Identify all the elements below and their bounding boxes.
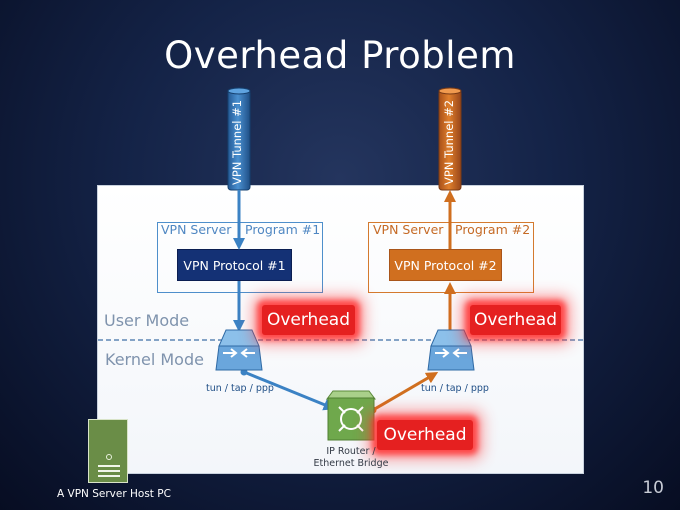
program-1-title-server: VPN Server — [161, 222, 232, 237]
program-2-title-server: VPN Server — [373, 222, 444, 237]
router-label-line2: Ethernet Bridge — [313, 458, 389, 469]
tun-tap-device-2-icon — [427, 329, 475, 371]
tun-tap-device-1-icon — [215, 329, 263, 371]
arrow-router-to-tun2 — [372, 371, 439, 412]
vpn-protocol-1-box: VPN Protocol #1 — [177, 249, 292, 281]
slide-title: Overhead Problem — [164, 34, 516, 77]
server-pc-icon — [88, 419, 128, 483]
ip-router-icon — [326, 390, 376, 441]
overhead-badge-3: Overhead — [377, 420, 473, 450]
program-2-title-number: Program #2 — [455, 222, 531, 237]
host-pc-label: A VPN Server Host PC — [57, 488, 171, 500]
vpn-protocol-2-box: VPN Protocol #2 — [389, 249, 502, 281]
user-mode-label: User Mode — [104, 311, 190, 330]
router-label-line1: IP Router / — [326, 446, 376, 457]
overhead-badge-1: Overhead — [262, 305, 355, 335]
tun-tap-label-2: tun / tap / ppp — [421, 383, 489, 394]
server-vent-icon — [98, 465, 120, 480]
kernel-mode-label: Kernel Mode — [105, 350, 204, 369]
arrow-tun1-to-router — [243, 370, 336, 411]
vpn-tunnel-2-label: VPN Tunnel #2 — [442, 99, 456, 185]
router-label: IP Router / Ethernet Bridge — [306, 446, 396, 470]
tun-tap-label-1: tun / tap / ppp — [206, 383, 274, 394]
program-1-title-number: Program #1 — [245, 222, 321, 237]
slide-number: 10 — [642, 478, 664, 498]
vpn-tunnel-1-label: VPN Tunnel #1 — [230, 99, 244, 185]
server-led-icon — [106, 454, 112, 460]
overhead-badge-2: Overhead — [470, 305, 561, 335]
